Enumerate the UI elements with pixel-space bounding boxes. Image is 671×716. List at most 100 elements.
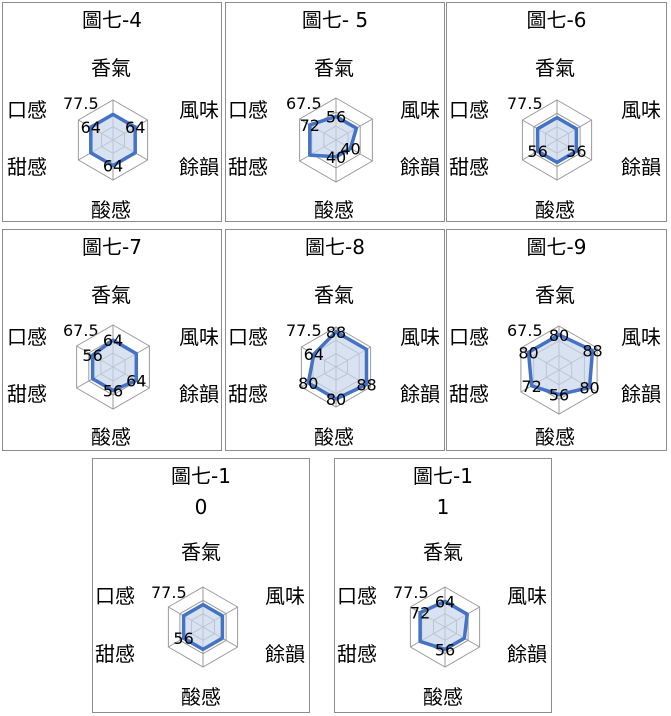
axis-max-label: 77.5 — [151, 583, 187, 602]
chart-title-continued: 0 — [194, 495, 208, 519]
data-label: 64 — [126, 371, 146, 390]
data-label: 56 — [103, 382, 123, 401]
axis-label-aroma: 香氣 — [91, 56, 131, 80]
axis-label-aftertaste: 餘韻 — [400, 155, 440, 179]
data-label: 56 — [435, 640, 455, 659]
radar-chart-7-10: 圖七-1 0 香氣 風味 餘韻 酸感 甜感 口感 77.5 56 — [92, 458, 310, 713]
data-label: 40 — [326, 148, 346, 167]
axis-label-flavor: 風味 — [400, 98, 440, 122]
axis-label-aroma: 香氣 — [423, 540, 463, 564]
data-label: 56 — [566, 142, 586, 161]
axis-label-aftertaste: 餘韻 — [621, 155, 661, 179]
axis-label-flavor: 風味 — [179, 98, 219, 122]
chart-title: 圖七-8 — [305, 235, 365, 259]
data-label: 40 — [340, 139, 360, 158]
axis-label-sweetness: 甜感 — [7, 382, 47, 406]
axis-max-label: 77.5 — [63, 94, 99, 113]
axis-max-label: 67.5 — [63, 321, 99, 340]
axis-label-aroma: 香氣 — [181, 540, 221, 564]
axis-label-mouthfeel: 口感 — [228, 98, 268, 122]
axis-label-mouthfeel: 口感 — [7, 98, 47, 122]
axis-label-sweetness: 甜感 — [228, 382, 268, 406]
data-label: 56 — [549, 386, 569, 405]
axis-label-mouthfeel: 口感 — [449, 325, 489, 349]
chart-title: 圖七-4 — [82, 8, 142, 32]
axis-max-label: 77.5 — [393, 583, 429, 602]
chart-title: 圖七-7 — [82, 235, 142, 259]
radar-plot: 56 — [167, 586, 239, 668]
axis-label-sweetness: 甜感 — [95, 642, 135, 666]
axis-label-sweetness: 甜感 — [228, 155, 268, 179]
chart-title-continued: 1 — [436, 495, 450, 519]
axis-label-sweetness: 甜感 — [449, 382, 489, 406]
axis-label-flavor: 風味 — [400, 325, 440, 349]
data-label: 64 — [81, 118, 101, 137]
axis-label-aroma: 香氣 — [535, 56, 575, 80]
data-label: 64 — [103, 157, 123, 176]
axis-max-label: 67.5 — [507, 321, 543, 340]
axis-label-acidity: 酸感 — [91, 425, 131, 449]
axis-max-label: 77.5 — [507, 94, 543, 113]
axis-label-acidity: 酸感 — [423, 685, 463, 709]
axis-label-acidity: 酸感 — [314, 425, 354, 449]
series-area — [308, 114, 359, 159]
axis-label-aftertaste: 餘韻 — [400, 382, 440, 406]
axis-label-sweetness: 甜感 — [449, 155, 489, 179]
axis-label-sweetness: 甜感 — [337, 642, 377, 666]
data-label: 64 — [435, 592, 455, 611]
axis-label-acidity: 酸感 — [314, 198, 354, 222]
axis-label-acidity: 酸感 — [181, 685, 221, 709]
data-label: 80 — [579, 379, 599, 398]
axis-label-mouthfeel: 口感 — [449, 98, 489, 122]
data-label: 56 — [326, 108, 346, 127]
axis-label-mouthfeel: 口感 — [95, 584, 135, 608]
chart-title: 圖七-1 — [413, 464, 473, 488]
data-label: 72 — [410, 604, 430, 623]
data-label: 80 — [518, 343, 538, 362]
series-area — [535, 115, 579, 165]
axis-label-mouthfeel: 口感 — [7, 325, 47, 349]
radar-plot: 64 56 72 — [409, 586, 481, 668]
data-label: 64 — [103, 331, 123, 350]
data-label: 64 — [304, 345, 324, 364]
data-label: 80 — [326, 390, 346, 409]
axis-label-aroma: 香氣 — [314, 56, 354, 80]
data-label: 72 — [300, 116, 320, 135]
data-label: 88 — [356, 376, 376, 395]
axis-label-aftertaste: 餘韻 — [179, 155, 219, 179]
data-label: 64 — [125, 118, 145, 137]
axis-label-acidity: 酸感 — [535, 198, 575, 222]
series-area — [89, 112, 137, 168]
axis-max-label: 67.5 — [286, 94, 322, 113]
data-label: 88 — [582, 342, 602, 361]
axis-label-flavor: 風味 — [179, 325, 219, 349]
data-label: 56 — [82, 346, 102, 365]
chart-title: 圖七-1 — [171, 464, 231, 488]
chart-title: 圖七-9 — [526, 235, 587, 259]
axis-label-aftertaste: 餘韻 — [179, 382, 219, 406]
chart-title: 圖七- 5 — [301, 8, 369, 32]
axis-label-aftertaste: 餘韻 — [507, 642, 547, 666]
data-label: 80 — [298, 374, 318, 393]
axis-label-flavor: 風味 — [621, 325, 661, 349]
data-label: 72 — [521, 377, 541, 396]
data-label: 56 — [173, 629, 193, 648]
axis-label-aroma: 香氣 — [91, 283, 131, 307]
chart-title: 圖七-6 — [526, 8, 587, 32]
axis-label-acidity: 酸感 — [535, 425, 575, 449]
axis-label-flavor: 風味 — [265, 584, 305, 608]
axis-max-label: 77.5 — [286, 321, 322, 340]
series-area — [418, 599, 469, 652]
radar-plot: 64 64 64 — [77, 99, 149, 181]
